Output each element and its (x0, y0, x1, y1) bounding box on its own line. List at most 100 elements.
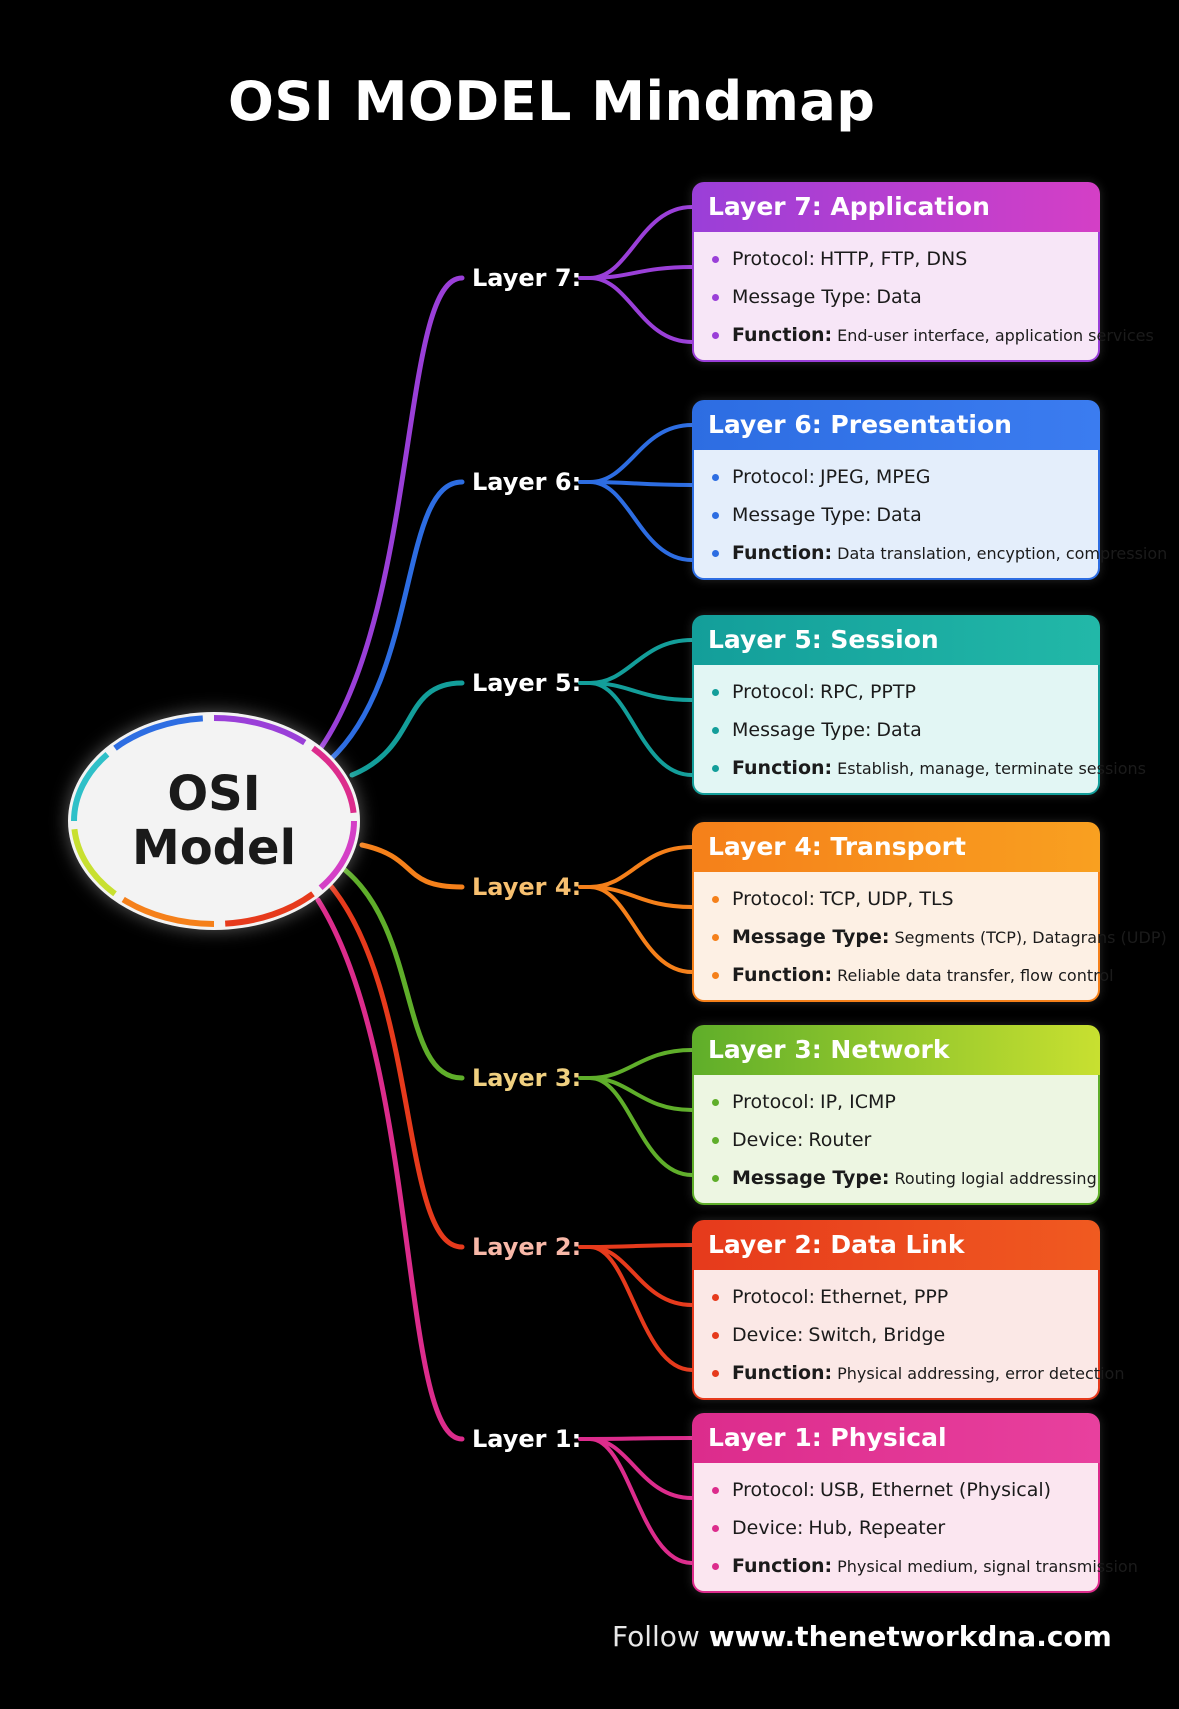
item-value: Segments (TCP), Datagrans (UDP) (894, 927, 1167, 947)
bullet-icon (712, 764, 719, 772)
item-value: Hub, Repeater (808, 1517, 946, 1539)
bullet-icon (712, 1174, 719, 1182)
item-value: Establish, manage, terminate sessions (837, 758, 1147, 778)
item-key: Message Type: (732, 1167, 890, 1189)
item-value: Reliable data transfer, flow control (837, 965, 1114, 985)
connector-line (327, 479, 465, 763)
connector-line (588, 1437, 694, 1565)
connector-line (588, 681, 694, 777)
item-value: TCP, UDP, TLS (819, 888, 954, 910)
layer-card-item: Protocol:USB, Ethernet (Physical) (712, 1471, 1098, 1509)
layer-card-item: Protocol:HTTP, FTP, DNS (712, 240, 1098, 278)
central-node-line2: Model (131, 820, 297, 876)
bullet-icon (712, 1524, 719, 1532)
connector-line (349, 680, 465, 778)
layer-card-item: Protocol:RPC, PPTP (712, 673, 1098, 711)
layer-card-item: Protocol:Ethernet, PPP (712, 1278, 1098, 1316)
layer-card-item: Protocol:TCP, UDP, TLS (712, 880, 1098, 918)
layer-card-header: Layer 1: Physical (692, 1413, 1100, 1463)
layer-card-item: Device:Hub, Repeater (712, 1509, 1098, 1547)
bullet-icon (712, 1098, 719, 1106)
bullet-icon (712, 1331, 719, 1339)
item-value: HTTP, FTP, DNS (819, 248, 968, 270)
connector-line (588, 276, 694, 344)
item-key: Protocol: (732, 1091, 815, 1113)
branch-label-layer-7: Layer 7: (472, 264, 582, 292)
item-value: Ethernet, PPP (819, 1286, 949, 1308)
item-key: Protocol: (732, 681, 815, 703)
branch-label-layer-1: Layer 1: (472, 1425, 582, 1453)
item-value: Data translation, encyption, compression (837, 543, 1168, 563)
ring-segment (71, 751, 110, 822)
item-value: Switch, Bridge (808, 1324, 946, 1346)
item-key: Protocol: (732, 466, 815, 488)
layer-card-item: Function:Reliable data transfer, flow co… (712, 956, 1114, 994)
layer-card-header: Layer 7: Application (692, 182, 1100, 232)
item-key: Message Type: (732, 286, 872, 308)
bullet-icon (712, 1293, 719, 1301)
item-value: Physical medium, signal transmission (837, 1556, 1138, 1576)
branch-label-layer-2: Layer 2: (472, 1233, 582, 1261)
layer-card-header: Layer 4: Transport (692, 822, 1100, 872)
layer-card-header: Layer 3: Network (692, 1025, 1100, 1075)
footer-site-link[interactable]: www.thenetworkdna.com (708, 1620, 1112, 1653)
item-value: Routing logial addressing (894, 1168, 1097, 1188)
central-node-ring (71, 715, 357, 927)
ring-segment (225, 891, 315, 927)
item-key: Function: (732, 757, 833, 779)
connector-line (588, 265, 694, 280)
bullet-icon (712, 726, 719, 734)
item-value: Data (876, 286, 922, 308)
layer-card-item: Message Type:Segments (TCP), Datagrans (… (712, 918, 1167, 956)
bullet-icon (712, 971, 719, 979)
layer-card-item: Message Type:Routing logial addressing (712, 1159, 1098, 1197)
footer-prefix: Follow (612, 1620, 700, 1653)
connector-line (588, 423, 694, 484)
connector-line (588, 845, 694, 889)
branch-label-layer-4: Layer 4: (472, 873, 582, 901)
ring-segment (213, 715, 307, 746)
layer-card-item: Function:Physical addressing, error dete… (712, 1354, 1124, 1392)
item-value: Data (876, 719, 922, 741)
item-value: End-user interface, application services (837, 325, 1154, 345)
layer-card-item: Function:End-user interface, application… (712, 316, 1154, 354)
bullet-icon (712, 1486, 719, 1494)
connector-line (588, 1243, 694, 1249)
ring-segment (71, 828, 117, 897)
bullet-icon (712, 549, 719, 557)
layer-card-item: Message Type:Data (712, 711, 1098, 749)
bullet-icon (712, 688, 719, 696)
connector-line (588, 638, 694, 685)
bullet-icon (712, 1369, 719, 1377)
item-key: Message Type: (732, 926, 890, 948)
connector-line (588, 1436, 694, 1441)
layer-card-item: Device:Router (712, 1121, 1098, 1159)
item-key: Function: (732, 1555, 833, 1577)
layer-card-item: Function:Data translation, encyption, co… (712, 534, 1167, 572)
layer-card-item: Function:Physical medium, signal transmi… (712, 1547, 1138, 1585)
item-value: IP, ICMP (819, 1091, 896, 1113)
layer-card-item: Message Type:Data (712, 496, 1098, 534)
footer[interactable]: Follow www.thenetworkdna.com (612, 1620, 1112, 1653)
ring-segment (121, 896, 215, 927)
bullet-icon (712, 1562, 719, 1570)
item-key: Message Type: (732, 719, 872, 741)
item-key: Message Type: (732, 504, 872, 526)
layer-card-item: Device:Switch, Bridge (712, 1316, 1098, 1354)
layer-card-header: Layer 5: Session (692, 615, 1100, 665)
bullet-icon (712, 293, 719, 301)
connector-line (588, 1076, 694, 1177)
bullet-icon (712, 255, 719, 263)
bullet-icon (712, 1136, 719, 1144)
connector-line (327, 882, 465, 1250)
connector-line (359, 842, 465, 890)
ring-segment (311, 745, 357, 814)
connector-line (315, 275, 465, 755)
item-key: Function: (732, 1362, 833, 1384)
item-key: Device: (732, 1129, 804, 1151)
connector-line (588, 480, 694, 487)
